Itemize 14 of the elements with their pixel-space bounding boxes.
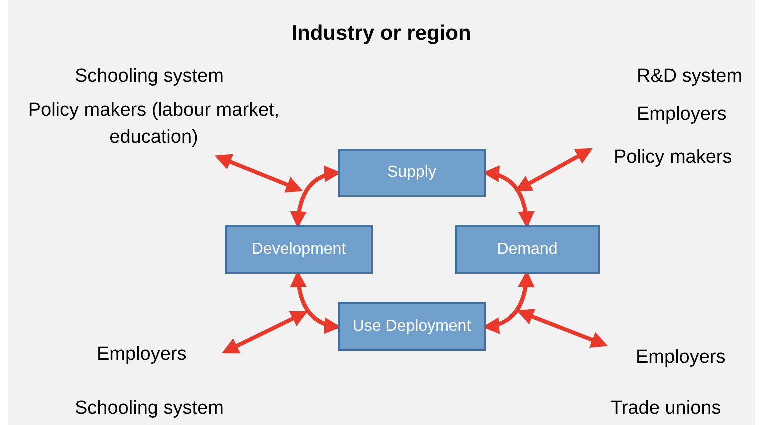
title: Industry or region <box>290 22 472 46</box>
stakeholder-label: Employers <box>97 343 187 367</box>
stakeholder-label: Schooling system <box>75 65 224 89</box>
process-box: Demand <box>455 225 600 274</box>
process-box: Development <box>225 225 373 274</box>
stakeholder-label: Policy makers (labour market, education) <box>27 99 281 150</box>
stakeholder-label: Policy makers <box>614 146 732 170</box>
stakeholder-label: R&D system <box>637 65 743 89</box>
stakeholder-label: Employers <box>636 346 726 370</box>
process-box: Supply <box>338 149 486 197</box>
stakeholder-label: Employers <box>637 103 727 127</box>
stakeholder-label: Schooling system <box>75 397 224 421</box>
process-box: Use Deployment <box>338 302 486 351</box>
stakeholder-label: Trade unions <box>611 397 722 421</box>
